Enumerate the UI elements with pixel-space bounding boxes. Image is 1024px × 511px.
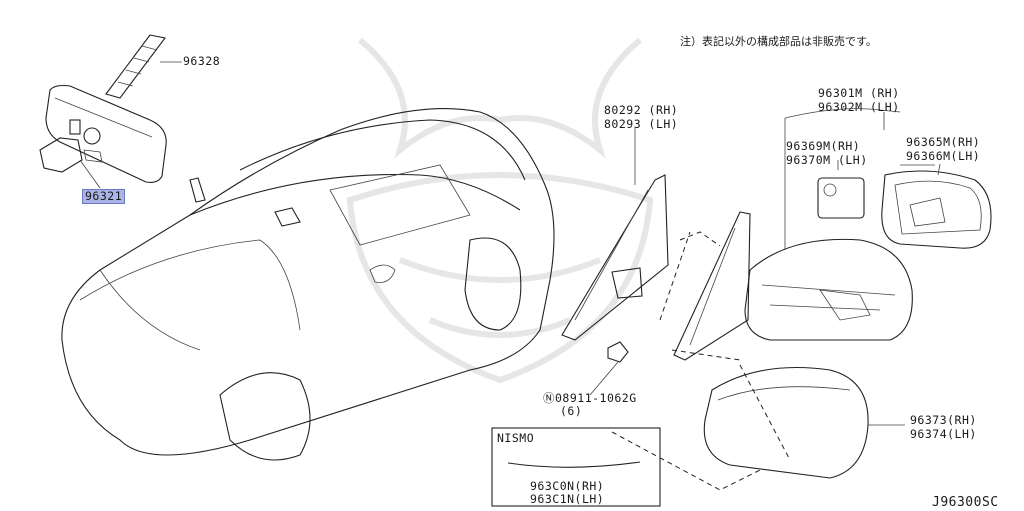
label-08911[interactable]: Ⓝ08911-1062G bbox=[543, 391, 637, 405]
label-80292[interactable]: 80292 (RH) bbox=[604, 103, 679, 117]
label-96328[interactable]: 96328 bbox=[183, 54, 221, 68]
label-96370m[interactable]: 96370M (LH) bbox=[786, 153, 868, 167]
clip-nut bbox=[589, 341, 629, 396]
label-80293[interactable]: 80293 (LH) bbox=[604, 117, 679, 131]
label-96374[interactable]: 96374(LH) bbox=[910, 427, 977, 441]
door-mirror-body bbox=[744, 108, 913, 341]
label-96301m[interactable]: 96301M (RH) bbox=[818, 86, 900, 100]
door-sash-trim bbox=[561, 128, 669, 341]
mirror-bracket bbox=[105, 34, 182, 99]
car-outline bbox=[61, 108, 555, 461]
mirror-glass bbox=[881, 163, 992, 249]
mirror-actuator bbox=[817, 160, 865, 219]
dashed-leaders bbox=[611, 231, 791, 491]
label-96373[interactable]: 96373(RH) bbox=[910, 413, 977, 427]
label-nismo: NISMO bbox=[497, 431, 535, 445]
label-963c0n[interactable]: 963C0N(RH) bbox=[530, 479, 605, 493]
nismo-box bbox=[491, 427, 661, 507]
label-96302m[interactable]: 96302M (LH) bbox=[818, 100, 900, 114]
diagram-code: J96300SC bbox=[932, 495, 999, 510]
mirror-base bbox=[673, 211, 751, 361]
leader-lines bbox=[883, 112, 935, 166]
watermark-crest bbox=[346, 37, 654, 384]
note-text: 注）表記以外の構成部品は非販売です。 bbox=[680, 35, 877, 48]
mirror-cover bbox=[703, 366, 905, 479]
label-96321[interactable]: 96321 bbox=[82, 189, 126, 204]
label-96366m[interactable]: 96366M(LH) bbox=[906, 149, 981, 163]
label-963c1n[interactable]: 963C1N(LH) bbox=[530, 492, 605, 506]
rearview-mirror bbox=[39, 84, 167, 189]
label-96365m[interactable]: 96365M(RH) bbox=[906, 135, 981, 149]
label-96369m[interactable]: 96369M(RH) bbox=[786, 139, 861, 153]
label-08911-qty: (6) bbox=[560, 404, 583, 418]
